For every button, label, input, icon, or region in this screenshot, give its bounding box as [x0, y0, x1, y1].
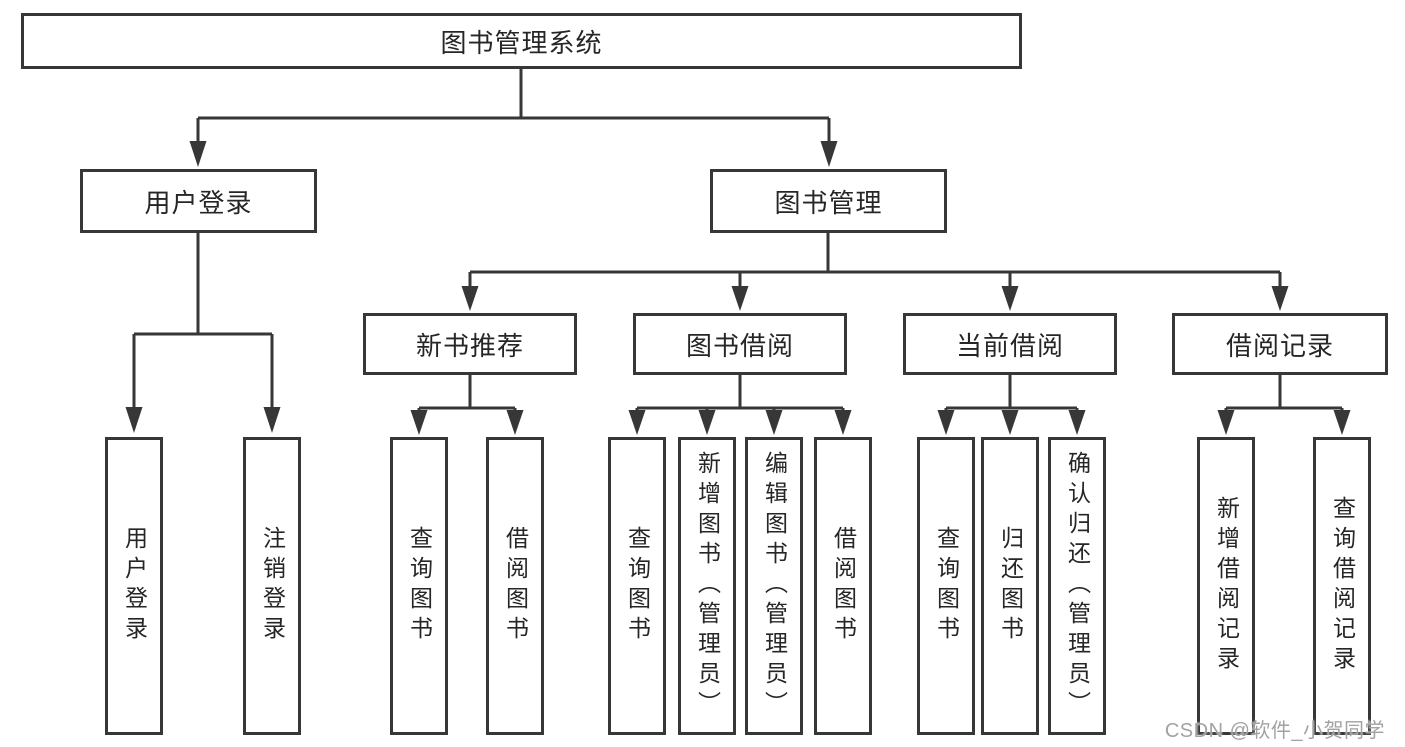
arrow-down-icon [461, 286, 479, 311]
node-book-borrowing-label: 图书借阅 [685, 330, 794, 361]
leaf-logout: 注销登录 [243, 437, 301, 735]
leaf-add-borrow-record-label: 新增借阅记录 [1213, 496, 1240, 676]
arrow-down-icon [1271, 286, 1289, 311]
arrow-down-icon [820, 141, 838, 167]
leaf-logout-label: 注销登录 [259, 526, 286, 646]
node-book-management: 图书管理 [710, 169, 947, 233]
arrow-down-icon [125, 407, 143, 433]
node-borrowing-records-label: 借阅记录 [1225, 330, 1334, 361]
node-current-borrowing-label: 当前借阅 [955, 330, 1064, 361]
arrow-down-icon [189, 141, 207, 167]
arrow-down-icon [628, 410, 646, 435]
arrow-down-icon [506, 410, 524, 435]
node-book-management-label: 图书管理 [774, 187, 883, 218]
node-user-login: 用户登录 [80, 169, 317, 233]
arrow-down-icon [410, 410, 428, 435]
arrow-down-icon [731, 286, 749, 311]
leaf-recommend-borrow-books-label: 借阅图书 [502, 526, 529, 646]
arrow-down-icon [765, 410, 783, 435]
arrow-down-icon [1333, 410, 1351, 435]
arrow-down-icon [937, 410, 955, 435]
arrow-down-icon [263, 407, 281, 433]
leaf-query-borrow-record-label: 查询借阅记录 [1329, 496, 1356, 676]
arrow-down-icon [1217, 410, 1235, 435]
node-new-book-recommend: 新书推荐 [363, 313, 577, 375]
node-book-borrowing: 图书借阅 [633, 313, 847, 375]
leaf-return-books-label: 归还图书 [997, 526, 1024, 646]
leaf-current-query-books: 查询图书 [917, 437, 975, 735]
leaf-edit-books-admin-label: 编辑图书（管理员） [761, 451, 788, 721]
arrow-down-icon [1001, 286, 1019, 311]
leaf-recommend-query-books: 查询图书 [390, 437, 448, 735]
leaf-borrow-books-label: 借阅图书 [830, 526, 857, 646]
arrowheads [125, 141, 1351, 435]
leaf-query-borrow-record: 查询借阅记录 [1313, 437, 1371, 735]
arrow-down-icon [834, 410, 852, 435]
leaf-borrow-books: 借阅图书 [814, 437, 872, 735]
leaf-edit-books-admin: 编辑图书（管理员） [745, 437, 803, 735]
node-borrowing-records: 借阅记录 [1172, 313, 1388, 375]
node-root: 图书管理系统 [21, 13, 1022, 69]
leaf-user-login-label: 用户登录 [121, 526, 148, 646]
leaf-add-books-admin: 新增图书（管理员） [678, 437, 736, 735]
arrow-down-icon [1068, 410, 1086, 435]
leaf-recommend-query-books-label: 查询图书 [406, 526, 433, 646]
watermark: CSDN @软件_小贺同学 [1164, 720, 1385, 742]
leaf-add-books-admin-label: 新增图书（管理员） [694, 451, 721, 721]
leaf-recommend-borrow-books: 借阅图书 [486, 437, 544, 735]
leaf-return-books: 归还图书 [981, 437, 1039, 735]
node-new-book-recommend-label: 新书推荐 [415, 330, 524, 361]
leaf-borrowing-query-books-label: 查询图书 [624, 526, 651, 646]
leaf-user-login: 用户登录 [105, 437, 163, 735]
node-root-label: 图书管理系统 [440, 27, 603, 58]
leaf-borrowing-query-books: 查询图书 [608, 437, 666, 735]
node-user-login-label: 用户登录 [144, 187, 253, 218]
node-current-borrowing: 当前借阅 [903, 313, 1117, 375]
arrow-down-icon [1001, 410, 1019, 435]
leaf-confirm-return-admin-label: 确认归还（管理员） [1064, 451, 1091, 721]
leaf-confirm-return-admin: 确认归还（管理员） [1048, 437, 1106, 735]
arrow-down-icon [698, 410, 716, 435]
leaf-current-query-books-label: 查询图书 [933, 526, 960, 646]
leaf-add-borrow-record: 新增借阅记录 [1197, 437, 1255, 735]
